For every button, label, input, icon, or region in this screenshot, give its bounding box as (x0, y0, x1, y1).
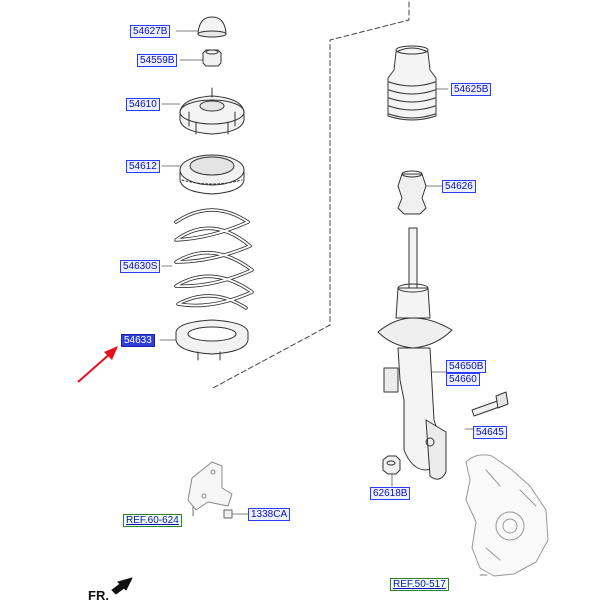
bearing-part (179, 154, 245, 195)
strut-assembly-part (377, 227, 453, 480)
part-label-54612[interactable]: 54612 (126, 160, 160, 173)
small-bolt-part (223, 509, 233, 519)
part-label-54559b[interactable]: 54559B (137, 54, 178, 67)
nut-part (202, 49, 222, 67)
part-label-54626[interactable]: 54626 (442, 180, 476, 193)
part-label-54625b[interactable]: 54625B (451, 83, 492, 96)
knuckle-part (465, 454, 549, 577)
strut-mount-part (179, 87, 245, 135)
flange-nut-part (382, 455, 401, 475)
spring-pad-part (175, 319, 249, 361)
reference-link-50-517[interactable]: REF.50-517 (390, 578, 449, 591)
reference-link-60-624[interactable]: REF.60-624 (123, 514, 182, 527)
part-label-54645[interactable]: 54645 (473, 426, 507, 439)
front-direction-label: FR. (88, 588, 109, 603)
assembly-boundary (212, 1, 410, 389)
part-label-54610[interactable]: 54610 (126, 98, 160, 111)
part-label-54650b[interactable]: 54650B (446, 360, 487, 373)
front-direction-arrow (111, 577, 133, 595)
bracket-part (187, 461, 233, 511)
part-label-54630s[interactable]: 54630S (120, 260, 161, 273)
part-label-1338ca[interactable]: 1338CA (248, 508, 291, 521)
bolt-part (471, 391, 509, 417)
red-pointer-arrow (77, 346, 118, 383)
bump-boot-part (387, 45, 437, 121)
part-label-54627b[interactable]: 54627B (130, 25, 171, 38)
bumper-stopper-part (397, 170, 427, 215)
coil-spring-part (174, 208, 254, 310)
dust-cap-part (197, 16, 227, 38)
part-label-62618b[interactable]: 62618B (370, 487, 411, 500)
part-label-54633-highlighted[interactable]: 54633 (121, 334, 155, 347)
part-label-54660[interactable]: 54660 (446, 373, 480, 386)
